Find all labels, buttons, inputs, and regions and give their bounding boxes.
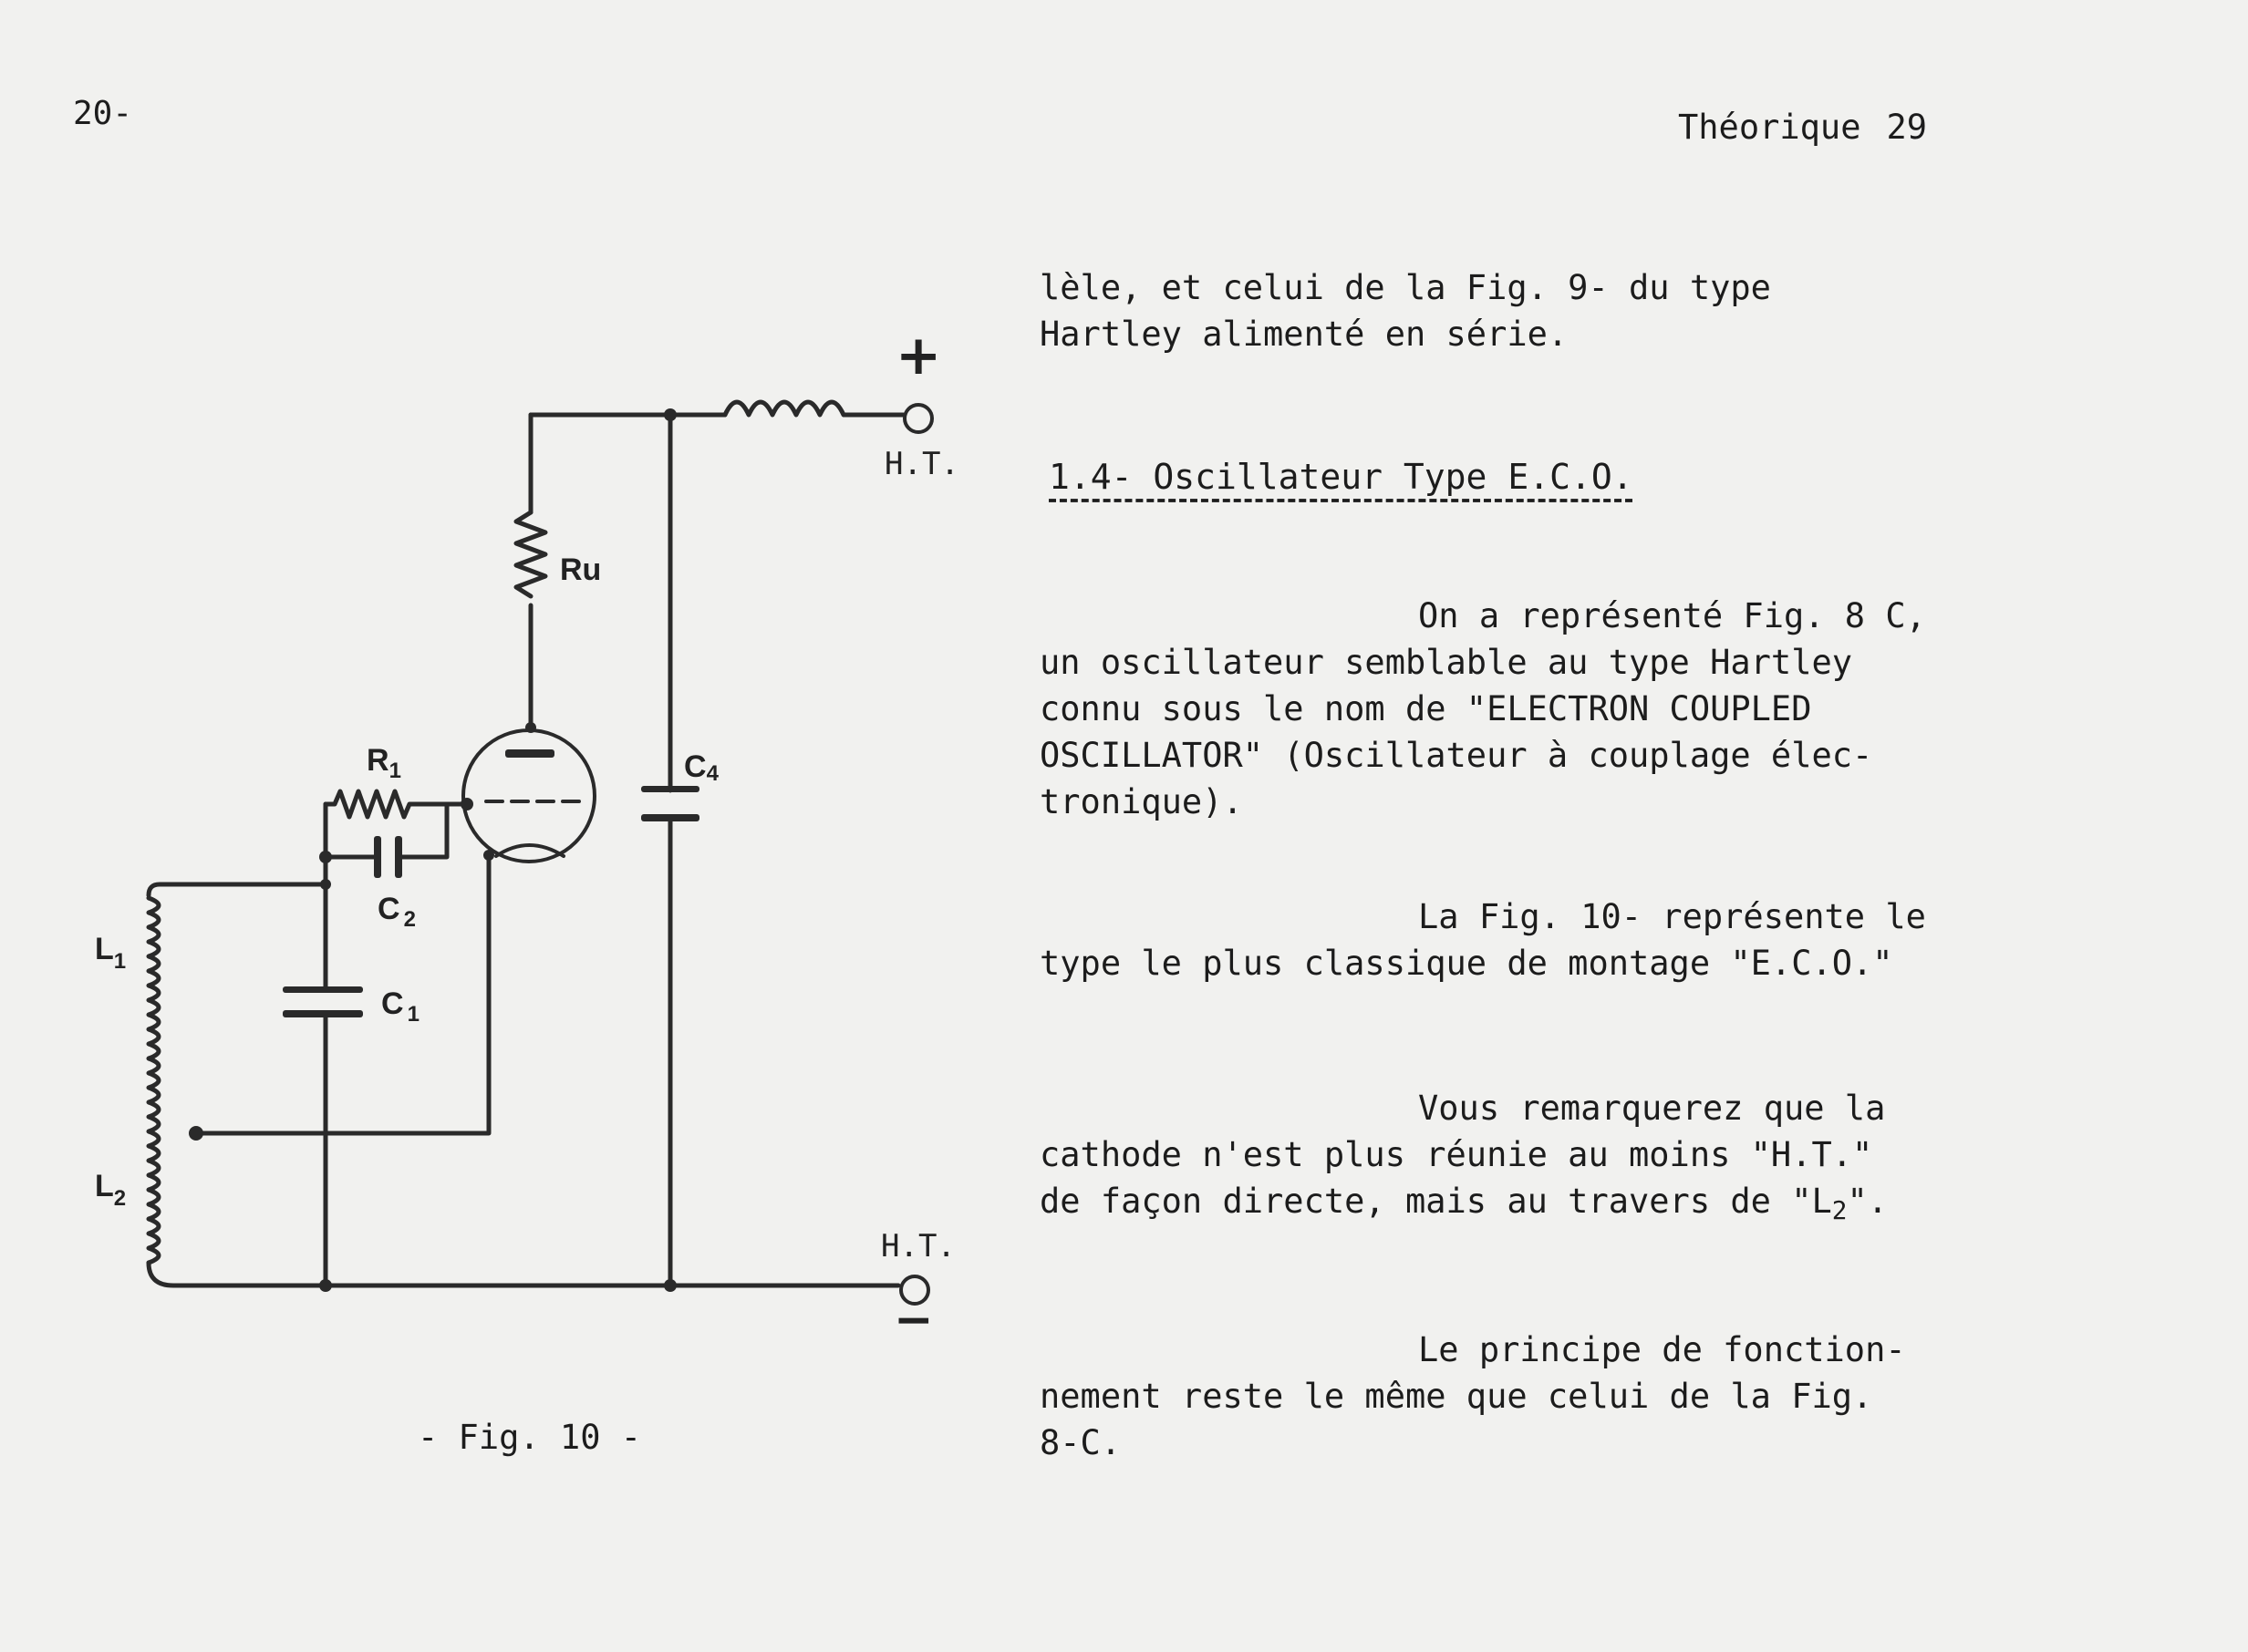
c2-label-main: C	[378, 892, 400, 926]
paragraph-line-text: de façon directe, mais au travers de "L	[1040, 1182, 1832, 1221]
tank-coil	[146, 895, 161, 1265]
r1-label-sub: 1	[389, 759, 401, 783]
intro-line: Hartley alimenté en série.	[1040, 315, 1569, 354]
c2-branch-wire	[323, 801, 450, 860]
l1-label: L1	[95, 932, 126, 974]
paragraph-2: La Fig. 10- représente le type le plus c…	[1040, 893, 1926, 986]
paragraph-line: un oscillateur semblable au type Hartley	[1040, 643, 1853, 682]
paragraph-line: cathode n'est plus réunie au moins "H.T.…	[1040, 1135, 1873, 1174]
minus-label: −	[894, 1293, 934, 1347]
r1-label: R1	[367, 743, 401, 783]
ht-top-label: H.T.	[885, 446, 959, 482]
paragraph-line: OSCILLATOR" (Oscillateur à couplage élec…	[1040, 736, 1873, 775]
paragraph-line: connu sous le nom de "ELECTRON COUPLED	[1040, 689, 1812, 728]
c1-plate-bottom	[283, 1010, 363, 1017]
junction-coil-top	[320, 879, 331, 890]
running-header: Théorique 29	[1678, 108, 1927, 147]
paragraph-3: Vous remarquerez que la cathode n'est pl…	[1040, 1085, 1888, 1234]
ht-bottom-label: H.T.	[881, 1228, 956, 1265]
l1-label-sub: 1	[114, 949, 126, 974]
paragraph-line: Vous remarquerez que la	[1418, 1089, 1886, 1128]
intro-paragraph: lèle, et celui de la Fig. 9- du type Har…	[1040, 264, 1771, 357]
l2-label-main: L	[95, 1169, 114, 1203]
paragraph-line: de façon directe, mais au travers de "L2…	[1040, 1182, 1889, 1225]
paragraph-line: On a représenté Fig. 8 C,	[1418, 596, 1926, 635]
c1-label-main: C	[381, 986, 404, 1021]
c4-label-main: C	[684, 749, 707, 784]
c4-label-sub: 4	[707, 761, 720, 786]
intro-line: lèle, et celui de la Fig. 9- du type	[1040, 268, 1771, 307]
paragraph-4: Le principe de fonction- nement reste le…	[1040, 1327, 1906, 1466]
paragraph-line: nement reste le même que celui de la Fig…	[1040, 1377, 1873, 1416]
coil-top-wire	[146, 882, 328, 898]
l2-label-sub: 2	[114, 1186, 126, 1211]
junction-c2	[319, 851, 332, 863]
ru-resistor	[513, 510, 548, 599]
ht-positive-terminal	[903, 403, 934, 434]
paragraph-line: La Fig. 10- représente le	[1418, 897, 1926, 936]
c4-label: C4	[684, 749, 720, 786]
page-number-left: 20-	[73, 95, 133, 132]
paragraph-line: Le principe de fonction-	[1418, 1330, 1906, 1369]
running-header-title: Théorique	[1678, 108, 1861, 147]
plus-label: +	[896, 324, 941, 387]
junction-bottom-c4	[664, 1279, 677, 1292]
l2-label: L2	[95, 1169, 126, 1211]
c4-plate-bottom	[641, 814, 699, 821]
junction-cathode	[483, 850, 494, 861]
ru-label: Ru	[560, 552, 601, 587]
c2-plate-right	[395, 836, 402, 878]
paragraph-line: 8-C.	[1040, 1423, 1122, 1462]
r1-label-main: R	[367, 743, 389, 778]
c4-plate-top	[641, 786, 699, 792]
l1-label-main: L	[95, 932, 114, 966]
junction-coil-tap	[189, 1126, 203, 1141]
tube-cathode	[494, 843, 565, 858]
section-heading: 1.4- Oscillateur Type E.C.O.	[1049, 457, 1633, 497]
paragraph-line-text: ".	[1847, 1182, 1889, 1221]
junction-plate	[525, 722, 536, 733]
ht-negative-terminal	[899, 1275, 930, 1306]
paragraph-line: type le plus classique de montage "E.C.O…	[1040, 944, 1893, 983]
c1-label-sub: 1	[408, 1002, 420, 1027]
cathode-wire	[193, 852, 492, 1136]
r1-resistor	[323, 789, 468, 820]
paragraph-1: On a représenté Fig. 8 C, un oscillateur…	[1040, 593, 1926, 825]
c2-plate-left	[374, 836, 381, 878]
subscript: 2	[1831, 1194, 1848, 1225]
coil-bottom-wire	[146, 1260, 901, 1288]
choke-coil	[722, 399, 906, 418]
junction-bottom-c1	[319, 1279, 332, 1292]
tube-plate	[505, 749, 554, 758]
junction-grid	[461, 798, 473, 811]
c1-plate-top	[283, 986, 363, 993]
paragraph-line: tronique).	[1040, 782, 1243, 821]
junction-top	[664, 408, 677, 421]
figure-caption: - Fig. 10 -	[418, 1418, 642, 1457]
c2-label-sub: 2	[404, 907, 416, 932]
running-header-page-number: 29	[1886, 108, 1928, 147]
